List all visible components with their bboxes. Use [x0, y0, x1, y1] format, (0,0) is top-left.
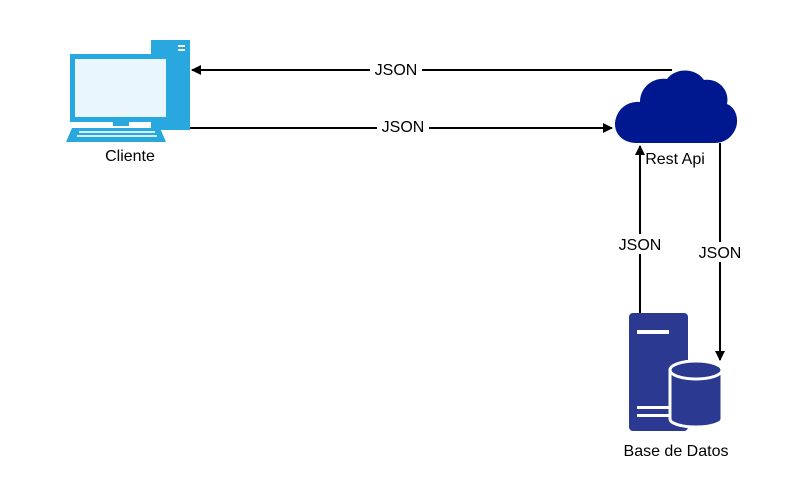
database-server-icon: [629, 313, 724, 431]
desktop-computer-icon: [66, 40, 190, 142]
db-node: Base de Datos: [624, 313, 729, 460]
edge-api-to-db: JSON: [694, 143, 746, 361]
client-label: Cliente: [105, 148, 155, 165]
edge-client-to-api-label: JSON: [382, 119, 425, 136]
edge-api-to-db-label: JSON: [699, 245, 742, 262]
edge-label-background: [614, 234, 666, 254]
edge-client-to-api: JSON: [190, 117, 613, 136]
edge-label-background: [370, 60, 422, 78]
edge-api-to-client: JSON: [191, 60, 672, 79]
client-node: Cliente: [66, 40, 190, 165]
api-label: Rest Api: [645, 151, 705, 168]
edge-label-background: [694, 242, 746, 262]
edge-api-to-client-label: JSON: [375, 62, 418, 79]
cloud-icon: [614, 70, 738, 143]
api-node: Rest Api: [614, 70, 738, 168]
edge-db-to-api-label: JSON: [619, 237, 662, 254]
db-label: Base de Datos: [624, 443, 729, 460]
edge-label-background: [377, 117, 429, 135]
edge-db-to-api: JSON: [614, 145, 666, 313]
